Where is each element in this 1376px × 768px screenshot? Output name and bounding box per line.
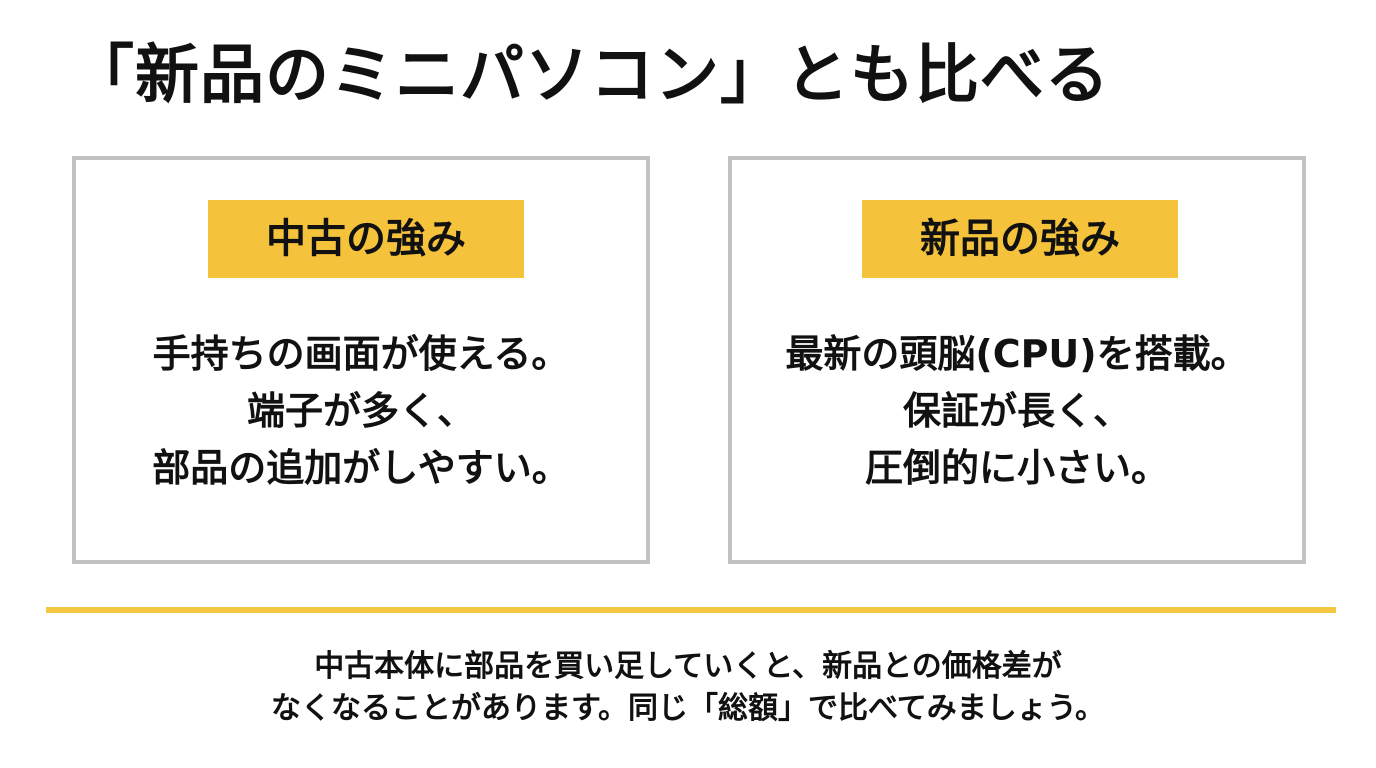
summary-note-line: なくなることがあります。同じ「総額」で比べてみましょう。: [271, 691, 1105, 726]
new-strength-line: 保証が長く、: [902, 389, 1131, 433]
slide-title: 「新品のミニパソコン」とも比べる: [70, 39, 1110, 113]
used-strengths-badge: 中古の強み: [208, 200, 524, 278]
used-strengths-card: 中古の強み 手持ちの画面が使える。 端子が多く、 部品の追加がしやすい。: [72, 156, 650, 564]
section-divider: [46, 607, 1336, 613]
new-strength-line: 最新の頭脳(CPU)を搭載。: [785, 332, 1249, 376]
new-strength-line: 圧倒的に小さい。: [864, 446, 1169, 490]
used-strengths-text: 手持ちの画面が使える。 端子が多く、 部品の追加がしやすい。: [76, 326, 646, 497]
new-strengths-badge: 新品の強み: [862, 200, 1178, 278]
new-strengths-card: 新品の強み 最新の頭脳(CPU)を搭載。 保証が長く、 圧倒的に小さい。: [728, 156, 1306, 564]
used-strength-line: 手持ちの画面が使える。: [152, 332, 570, 376]
summary-note-line: 中古本体に部品を買い足していくと、新品との価格差が: [314, 649, 1062, 684]
used-strength-line: 部品の追加がしやすい。: [152, 446, 570, 490]
new-strengths-text: 最新の頭脳(CPU)を搭載。 保証が長く、 圧倒的に小さい。: [732, 326, 1302, 497]
summary-note: 中古本体に部品を買い足していくと、新品との価格差が なくなることがあります。同じ…: [0, 646, 1376, 730]
used-strength-line: 端子が多く、: [246, 389, 475, 433]
